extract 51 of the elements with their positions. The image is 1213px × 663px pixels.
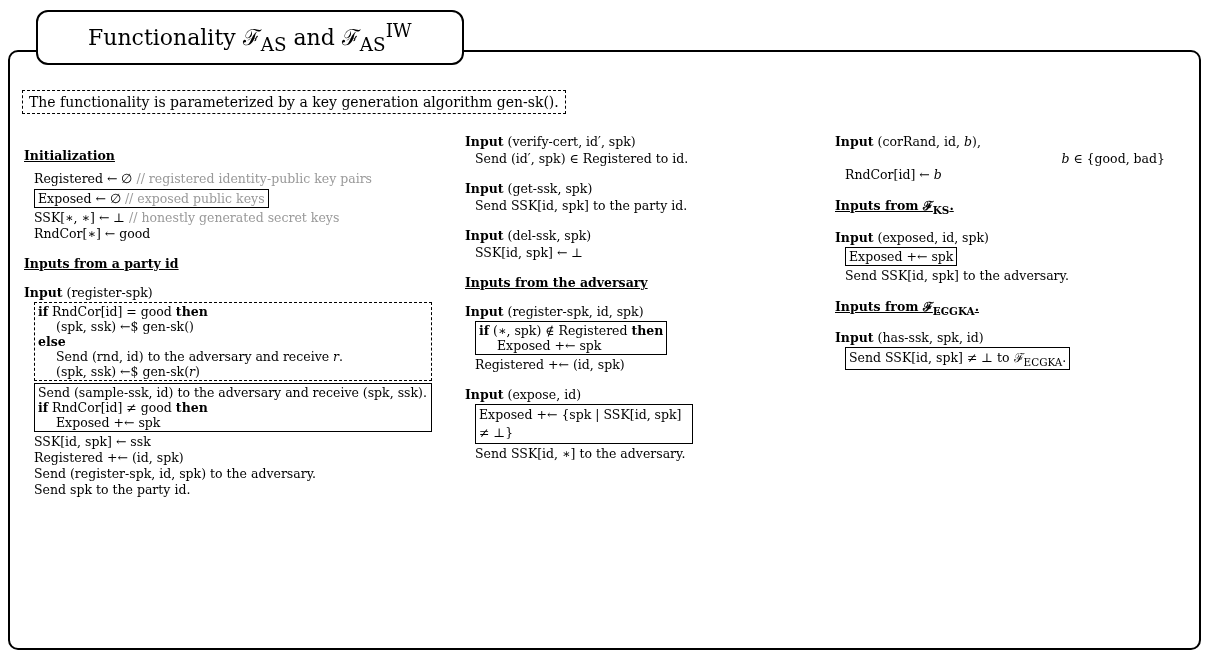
input-header: Input (del-ssk, spk)	[465, 228, 593, 243]
input-header: Input (verify-cert, id′, spk)	[465, 134, 637, 149]
code-line: Send SSK[id, spk] to the party id.	[475, 198, 689, 214]
code-line: Send (register-spk, id, spk) to the adversary.	[34, 466, 318, 482]
input-header: Input (exposed, id, spk)	[835, 229, 990, 245]
section-heading: Initialization	[24, 148, 116, 163]
input-header: Input (get-ssk, spk)	[465, 181, 594, 196]
code-line: RndCor[id] ← b	[845, 167, 943, 183]
code-text: Exposed ← ∅	[38, 191, 121, 206]
code-line: (spk, ssk) ←$ gen-sk(r)	[55, 364, 201, 379]
code-line: if RndCor[id] = good then	[38, 304, 209, 319]
comment-text: // honestly generated secret keys	[128, 210, 340, 225]
note-box	[22, 90, 566, 114]
input-header: Input (register-spk)	[24, 285, 154, 300]
code-box	[34, 189, 269, 208]
section-heading: Inputs from ℱ$_{KS}$.	[835, 197, 955, 216]
code-line: Exposed +← spk	[849, 248, 954, 264]
code-line: SSK[id, spk] ← ⊥	[475, 245, 585, 261]
input-header: Input (register-spk, id, spk)	[465, 304, 645, 319]
section-heading: Inputs from the adversary	[465, 275, 649, 290]
section-heading: Inputs from ℱ$_{ECGKA}$.	[835, 297, 980, 316]
dashed-code-box	[34, 302, 432, 381]
note-text: The functionality is parameterized by a key generation algorithm gen-sk().	[29, 94, 559, 110]
comment-text: // registered identity-public key pairs	[135, 171, 373, 186]
section-heading: Inputs from a party id	[24, 256, 180, 271]
code-line: (spk, ssk) ←$ gen-sk()	[55, 319, 195, 334]
code-line: Send (sample-ssk, id) to the adversary and receive (spk, ssk).	[38, 385, 428, 400]
code-line: Send (id′, spk) ∈ Registered to id.	[475, 151, 690, 167]
code-line: if (∗, spk) ∉ Registered then	[479, 323, 664, 338]
input-header: Input (expose, id)	[465, 387, 582, 402]
code-line: Registered +← (id, spk)	[34, 450, 185, 466]
code-box	[34, 383, 432, 432]
code-line: Send (rnd, id) to the adversary and receive r.	[55, 349, 345, 364]
code-line: else	[38, 334, 67, 349]
code-line: if RndCor[id] ≠ good then	[38, 400, 209, 415]
code-line: Send SSK[id, spk] ≠ ⊥ to ℱ$_{ECGKA}$.	[849, 349, 1067, 368]
code-line: SSK[id, spk] ← ssk	[34, 434, 152, 450]
code-line: b ∈ {good, bad}	[1060, 151, 1165, 167]
code-box	[475, 404, 693, 444]
code-line: Send SSK[id, ∗] to the adversary.	[475, 446, 687, 462]
code-line: Exposed +← spk	[496, 338, 603, 353]
code-line: Registered +← (id, spk)	[475, 357, 626, 373]
input-header: Input (corRand, id, b),	[835, 134, 982, 149]
code-line: Send SSK[id, spk] to the adversary.	[845, 267, 1070, 284]
input-header: Input (has-ssk, spk, id)	[835, 330, 985, 345]
comment-text: // exposed public keys	[123, 191, 265, 206]
code-line: RndCor[∗] ← good	[34, 226, 152, 242]
code-line: Send spk to the party id.	[34, 482, 192, 498]
code-box	[475, 321, 668, 355]
code-line: Exposed +← {spk | SSK[id, spk] ≠ ⊥}	[479, 406, 683, 442]
code-line: Exposed +← spk	[55, 415, 162, 430]
